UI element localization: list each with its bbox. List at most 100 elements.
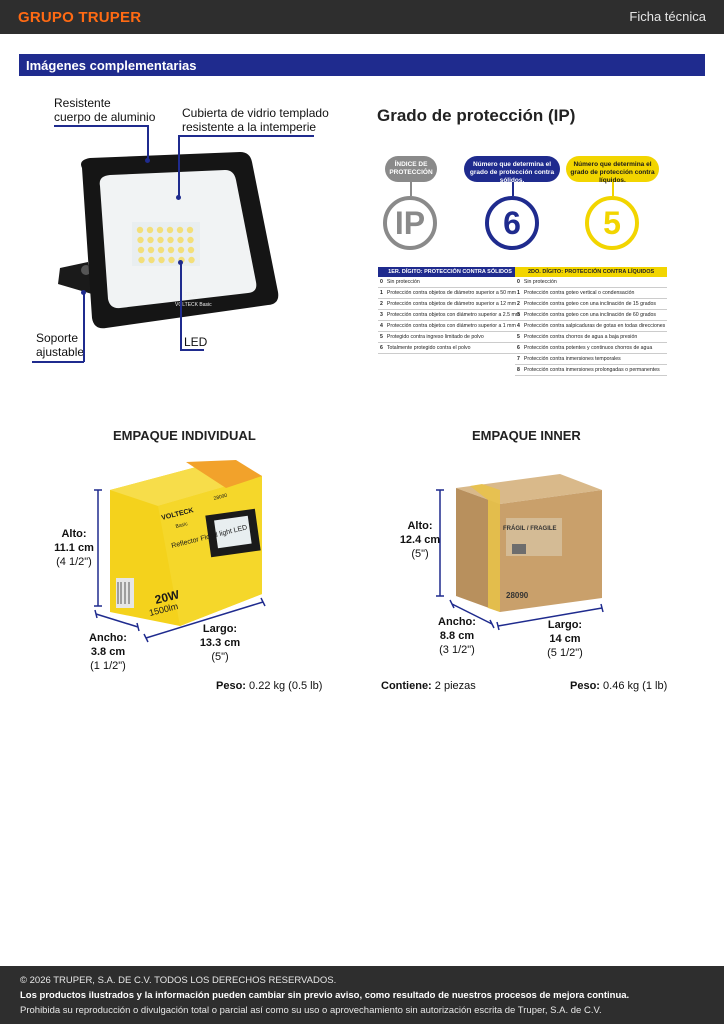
individual-dim-ancho: Ancho: 3.8 cm (1 1/2") xyxy=(84,631,132,673)
product-model-text: 20-W xyxy=(185,292,197,298)
inner-box-code-text: 28090 xyxy=(506,591,529,600)
ip-liquids-table-header: 2DO. DÍGITO: PROTECCIÓN CONTRA LÍQUIDOS xyxy=(515,267,668,277)
ip-connector-liquids xyxy=(612,182,614,196)
inner-dim-largo: Largo: 14 cm (5 1/2") xyxy=(540,618,590,660)
callout-led: LED xyxy=(184,335,208,349)
ip-solids-table: 1ER. DÍGITO: PROTECCIÓN CONTRA SÓLIDOS 0… xyxy=(378,267,523,354)
ip-liquids-description: Protección contra goteo con una inclinac… xyxy=(521,309,668,321)
inner-largo-label: Largo: xyxy=(547,619,583,631)
ip-pill-solids: Número que determina el grado de protecc… xyxy=(464,156,560,184)
individual-ancho-in: (1 1/2") xyxy=(90,660,126,672)
ip-liquids-description: Protección contra chorros de agua a baja… xyxy=(521,331,668,343)
callout-body: Resistente cuerpo de aluminio xyxy=(54,96,155,124)
inner-contents-value: 2 piezas xyxy=(434,680,476,692)
ip-liquids-digit: 0 xyxy=(515,277,522,288)
individual-weight-label: Peso: xyxy=(216,680,246,692)
callout-glass-leader xyxy=(178,135,180,197)
callout-body-line2: cuerpo de aluminio xyxy=(54,110,156,124)
inner-alto-label: Alto: xyxy=(407,520,433,532)
individual-weight-value: 0.22 kg (0.5 lb) xyxy=(249,680,323,692)
callout-support-dot xyxy=(81,290,86,295)
footer-prohibition: Prohibida su reproducción o divulgación … xyxy=(20,1005,602,1016)
footer-notice: Los productos ilustrados y la informació… xyxy=(20,990,630,1001)
inner-dim-alto: Alto: 12.4 cm (5") xyxy=(396,519,444,561)
led-chip xyxy=(187,246,195,254)
individual-largo-label: Largo: xyxy=(202,623,238,635)
callout-body-line1: Resistente xyxy=(54,96,111,110)
callout-glass-line1: Cubierta de vidrio templado xyxy=(182,106,329,120)
inner-ancho-label: Ancho: xyxy=(438,616,476,628)
led-chip xyxy=(157,246,165,254)
led-chip xyxy=(138,256,145,264)
inner-ancho-cm: 8.8 cm xyxy=(439,630,475,642)
top-header-bar: GRUPO TRUPER Ficha técnica xyxy=(0,0,724,34)
product-brand-text: VOLTECK Basic xyxy=(175,302,212,308)
ip-connector-solids xyxy=(512,182,514,196)
ip-solids-digit: 2 xyxy=(378,298,385,310)
ip-liquids-description: Protección contra goteo con una inclinac… xyxy=(521,298,668,310)
ip-solids-digit: 5 xyxy=(378,331,385,343)
led-chip xyxy=(158,256,165,264)
brand-logo: GRUPO TRUPER xyxy=(18,9,142,26)
pkg-inner-title: EMPAQUE INNER xyxy=(472,428,581,443)
page-footer: © 2026 TRUPER, S.A. DE C.V. TODOS LOS DE… xyxy=(0,966,724,1024)
inner-alto-in: (5") xyxy=(411,548,429,560)
ip-solids-digit: 6 xyxy=(378,342,385,354)
inner-weight-value: 0.46 kg (1 lb) xyxy=(603,680,668,692)
ip-circle-solids: 6 xyxy=(485,196,539,250)
ip-liquids-description: Protección contra inmersiones prolongada… xyxy=(521,364,668,376)
led-chip xyxy=(177,246,185,254)
led-chip xyxy=(147,246,155,254)
section-title: Imágenes complementarias xyxy=(26,58,197,73)
inner-weight: Peso: 0.46 kg (1 lb) xyxy=(570,679,667,693)
ip-liquids-digit: 3 xyxy=(515,309,522,321)
ip-solids-description: Protección contra objetos de diámetro su… xyxy=(384,298,523,310)
individual-largo-in: (5") xyxy=(211,651,229,663)
individual-dim-alto: Alto: 11.1 cm (4 1/2") xyxy=(50,527,98,569)
inner-contents-label: Contiene: xyxy=(381,680,432,692)
callout-support-underline xyxy=(32,361,84,363)
ip-liquids-description: Protección contra inmersiones temporales xyxy=(521,353,668,365)
individual-alto-label: Alto: xyxy=(61,528,87,540)
callout-led-dot xyxy=(178,260,183,265)
pkg-individual-title: EMPAQUE INDIVIDUAL xyxy=(113,428,256,443)
led-chip xyxy=(156,226,164,234)
ip-liquids-description: Protección contra goteo vertical o conde… xyxy=(521,287,668,299)
individual-weight: Peso: 0.22 kg (0.5 lb) xyxy=(216,679,322,693)
inner-dim-ancho: Ancho: 8.8 cm (3 1/2") xyxy=(433,615,481,657)
led-chip xyxy=(136,226,144,234)
inner-largo-cm: 14 cm xyxy=(549,633,581,645)
ip-solids-description: Protección contra objetos con diámetro s… xyxy=(384,320,523,332)
ip-liquids-digit: 6 xyxy=(515,342,522,354)
callout-glass: Cubierta de vidrio templado resistente a… xyxy=(182,106,329,134)
ip-liquids-description: Sin protección xyxy=(521,277,668,288)
inner-weight-label: Peso: xyxy=(570,680,600,692)
ip-solids-description: Totalmente protegido contra el polvo xyxy=(384,342,523,354)
led-chip xyxy=(187,236,194,244)
callout-support: Soporte ajustable xyxy=(36,331,84,359)
ip-liquids-digit: 5 xyxy=(515,331,522,343)
led-chip xyxy=(168,256,175,264)
box-sub-text: Basic xyxy=(175,521,189,530)
ip-liquids-digit: 7 xyxy=(515,353,522,365)
led-chip xyxy=(148,256,155,264)
box-code-text: 28090 xyxy=(213,493,228,502)
ip-liquids-digit: 4 xyxy=(515,320,522,332)
ip-solids-table-header: 1ER. DÍGITO: PROTECCIÓN CONTRA SÓLIDOS xyxy=(378,267,523,277)
callout-support-leader xyxy=(83,292,85,362)
led-chip xyxy=(188,256,195,264)
ip-circle-liquids: 5 xyxy=(585,196,639,250)
individual-dim-largo: Largo: 13.3 cm (5") xyxy=(194,622,246,664)
led-chip xyxy=(146,226,154,234)
